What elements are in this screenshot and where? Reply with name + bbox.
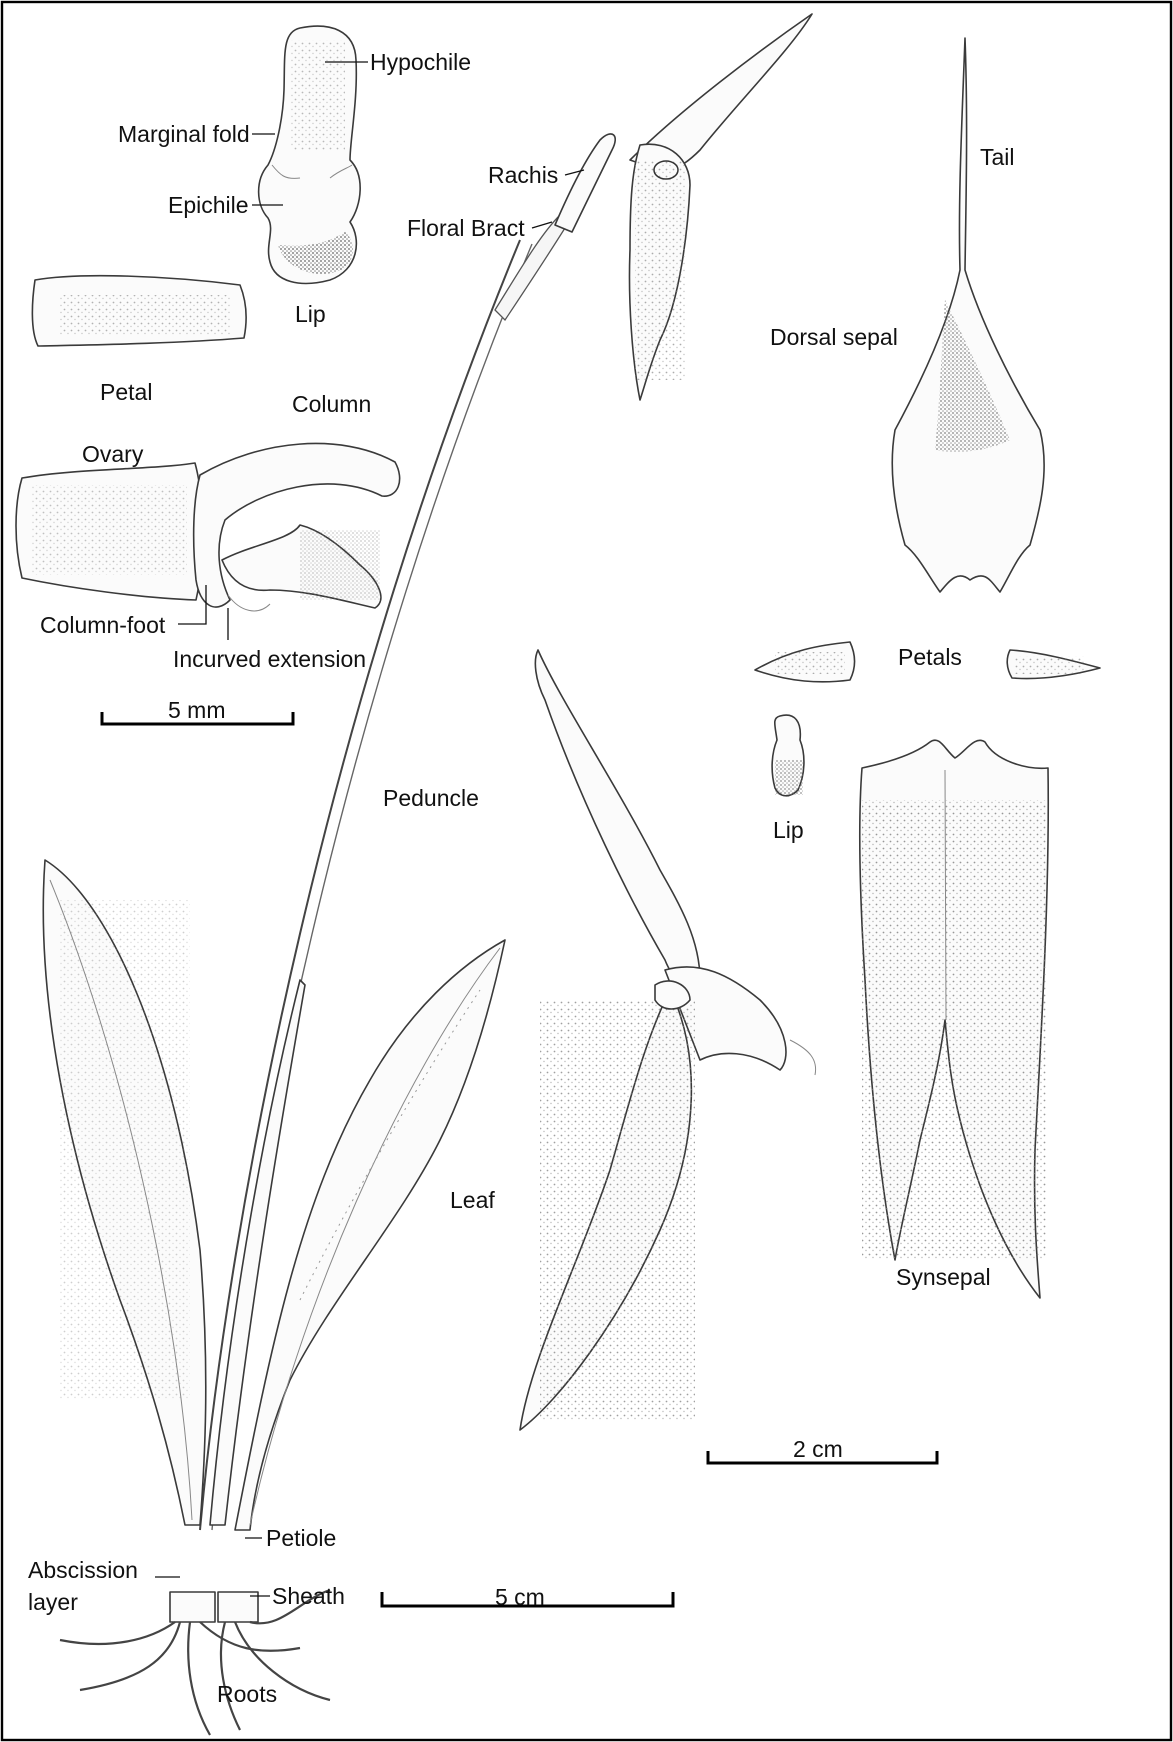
- scale-label-5mm: 5 mm: [168, 697, 226, 723]
- small-lip-drawing: [772, 715, 804, 796]
- label-marginal-fold: Marginal fold: [118, 121, 250, 147]
- dorsal-sepal-drawing: [892, 38, 1044, 592]
- label-column-foot: Column-foot: [40, 612, 166, 638]
- label-leaf: Leaf: [450, 1187, 495, 1213]
- label-synsepal: Synsepal: [896, 1264, 991, 1290]
- label-rachis: Rachis: [488, 162, 558, 188]
- petal-detail-drawing: [32, 276, 246, 346]
- label-dorsal-sepal: Dorsal sepal: [770, 324, 898, 350]
- synsepal-drawing: [860, 740, 1048, 1298]
- label-peduncle: Peduncle: [383, 785, 479, 811]
- left-leaf-drawing: [43, 860, 205, 1525]
- label-roots: Roots: [217, 1681, 277, 1707]
- label-sheath: Sheath: [272, 1583, 345, 1609]
- label-epichile: Epichile: [168, 192, 249, 218]
- peduncle-drawing: [200, 215, 565, 1530]
- label-abscission-2: layer: [28, 1589, 78, 1615]
- label-column: Column: [292, 391, 371, 417]
- label-petals: Petals: [898, 644, 962, 670]
- flower-side-view-drawing: [520, 650, 816, 1430]
- label-lip-detail: Lip: [295, 301, 326, 327]
- label-incurved-extension: Incurved extension: [173, 646, 366, 672]
- right-leaf-drawing: [235, 940, 505, 1530]
- label-hypochile: Hypochile: [370, 49, 471, 75]
- scale-label-5cm: 5 cm: [495, 1584, 545, 1610]
- label-floral-bract: Floral Bract: [407, 215, 525, 241]
- lip-detail-drawing: [259, 26, 361, 283]
- label-abscission-1: Abscission: [28, 1557, 138, 1583]
- plant-base-drawing: [60, 1590, 330, 1735]
- label-lip-small: Lip: [773, 817, 804, 843]
- column-ovary-drawing: [16, 443, 400, 610]
- label-petal: Petal: [100, 379, 152, 405]
- label-petiole: Petiole: [266, 1525, 336, 1551]
- scale-label-2cm: 2 cm: [793, 1436, 843, 1462]
- label-tail: Tail: [980, 144, 1015, 170]
- label-ovary: Ovary: [82, 441, 144, 467]
